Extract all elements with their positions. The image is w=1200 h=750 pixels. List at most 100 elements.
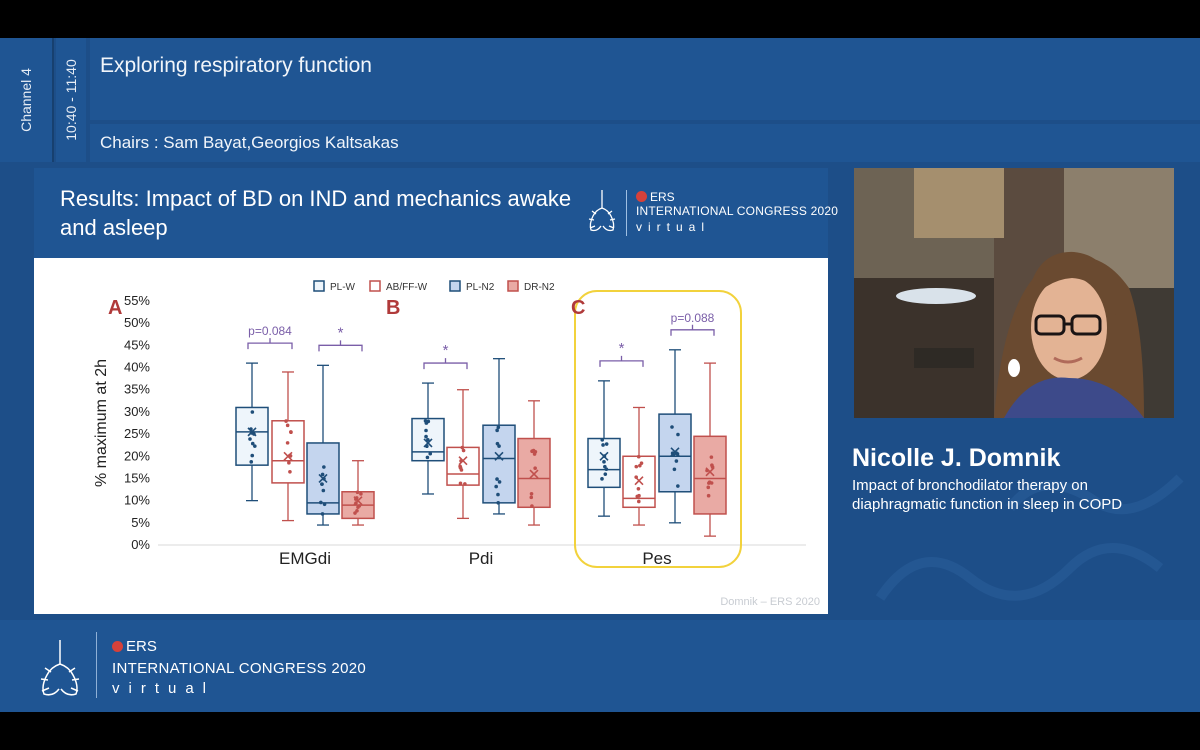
- speaker-video-feed: [854, 168, 1174, 418]
- y-tick-label: 20%: [124, 448, 150, 463]
- data-point: [424, 428, 428, 433]
- data-point: [529, 495, 534, 500]
- slide-credit: Domnik – ERS 2020: [720, 596, 820, 608]
- session-title-bar: Exploring respiratory function: [90, 38, 1200, 120]
- y-tick-label: 0%: [131, 537, 150, 552]
- y-tick-label: 15%: [124, 470, 150, 485]
- session-time: 10:40 - 11:40: [56, 38, 86, 162]
- data-point: [496, 492, 500, 497]
- data-point: [672, 467, 677, 472]
- data-point: [322, 502, 327, 507]
- box-mean-marker: [529, 469, 539, 479]
- data-point: [428, 451, 433, 456]
- data-point: [250, 441, 255, 446]
- data-point: [461, 448, 466, 453]
- significance-bracket: [599, 355, 644, 367]
- presentation-slide: Results: Impact of BD on IND and mechani…: [34, 168, 838, 614]
- data-point: [248, 437, 252, 441]
- data-point: [459, 468, 464, 472]
- data-point: [634, 464, 639, 469]
- data-point: [706, 493, 711, 498]
- data-point: [604, 442, 609, 446]
- data-point: [321, 488, 326, 493]
- legend-label: PL-N2: [466, 282, 495, 293]
- significance-bracket: [318, 340, 363, 352]
- data-point: [706, 485, 711, 490]
- y-tick-label: 40%: [124, 360, 150, 375]
- legend-label: DR-N2: [524, 282, 555, 293]
- data-point: [529, 492, 534, 496]
- box-body: [482, 424, 516, 504]
- slide-header: Results: Impact of BD on IND and mechani…: [34, 168, 838, 258]
- data-point: [463, 482, 467, 486]
- data-point: [319, 500, 323, 505]
- data-point: [602, 460, 606, 464]
- panel-letter: B: [386, 297, 400, 319]
- data-point: [288, 469, 292, 474]
- data-point: [710, 463, 714, 468]
- y-axis-label: % maximum at 2h: [93, 359, 110, 487]
- slide-logo-brand-text: ERS: [650, 190, 675, 204]
- data-point: [637, 499, 641, 504]
- slide-logo-congress: INTERNATIONAL CONGRESS 2020: [636, 204, 839, 218]
- data-point: [287, 461, 291, 465]
- data-point: [601, 443, 605, 447]
- data-point: [320, 482, 324, 486]
- data-point: [533, 466, 537, 471]
- y-tick-label: 10%: [124, 493, 150, 508]
- legend-swatch: [369, 280, 381, 292]
- box-mean-marker: [458, 456, 468, 466]
- data-point: [424, 434, 428, 439]
- y-tick-label: 45%: [124, 337, 150, 352]
- legend-swatch: [449, 280, 461, 292]
- data-point: [285, 441, 290, 445]
- data-point: [676, 432, 680, 437]
- session-title: Exploring respiratory function: [100, 54, 372, 77]
- data-point: [495, 428, 499, 433]
- panel-letter: C: [571, 297, 585, 319]
- ers-mark-icon: [636, 191, 647, 202]
- data-point: [603, 472, 608, 476]
- box-mean-marker: [283, 451, 293, 461]
- slide-ers-logo: ERS INTERNATIONAL CONGRESS 2020 virtual: [582, 186, 838, 242]
- data-point: [250, 410, 255, 414]
- footer-brand: ERS: [112, 638, 157, 655]
- data-point: [322, 465, 326, 469]
- footer-ers-mark-icon: [112, 641, 123, 652]
- data-point: [496, 500, 501, 505]
- panel-label: EMGdi: [279, 549, 331, 568]
- y-tick-label: 25%: [124, 426, 150, 441]
- session-chairs: Chairs : Sam Bayat,Georgios Kaltsakas: [100, 133, 399, 152]
- lungs-icon: [588, 190, 616, 232]
- slide-title: Results: Impact of BD on IND and mechani…: [60, 186, 572, 240]
- significance-label: *: [619, 340, 625, 357]
- channel-label: Channel 4: [0, 38, 54, 162]
- talk-title: Impact of bronchodilator therapy on diap…: [852, 477, 1123, 513]
- data-point: [670, 425, 674, 429]
- data-point: [285, 423, 290, 428]
- session-time-text: 10:40 - 11:40: [63, 59, 79, 141]
- data-point: [289, 430, 293, 435]
- data-point: [426, 437, 430, 442]
- footer-lungs-icon: [40, 640, 80, 696]
- footer-brand-text: ERS: [126, 638, 157, 655]
- box-mean-marker: [353, 496, 363, 506]
- box-mean-marker: [634, 476, 644, 486]
- data-point: [249, 460, 254, 464]
- y-tick-label: 30%: [124, 404, 150, 419]
- data-point: [460, 445, 465, 450]
- box-mean-marker: [423, 438, 433, 448]
- significance-bracket: [247, 338, 293, 350]
- panel-label: Pes: [642, 549, 671, 568]
- data-point: [458, 481, 463, 486]
- logo-divider: [626, 190, 627, 236]
- box-mean-marker: [494, 451, 504, 461]
- data-point: [494, 484, 498, 489]
- legend-label: PL-W: [330, 282, 356, 293]
- data-point: [496, 425, 501, 430]
- channel-text: Channel 4: [18, 68, 34, 132]
- data-point: [320, 472, 325, 477]
- data-point: [603, 464, 607, 469]
- data-point: [250, 453, 255, 458]
- data-point: [530, 504, 534, 508]
